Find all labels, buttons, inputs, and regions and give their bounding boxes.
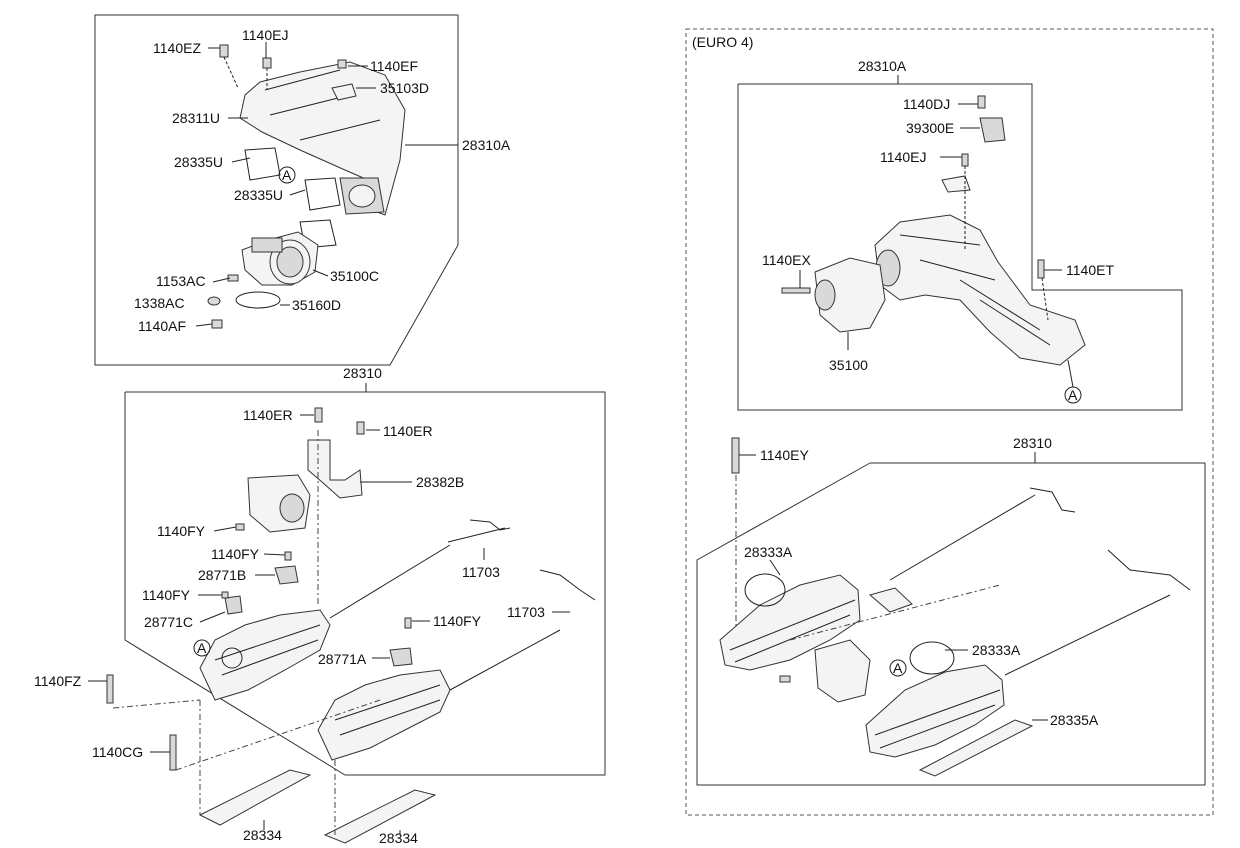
leaders-right-top	[799, 103, 1074, 388]
part-label: 28771C	[144, 614, 193, 630]
part-label: 1140AF	[138, 318, 186, 334]
leaders-left-bottom	[88, 414, 570, 835]
part-label: 11703	[507, 604, 545, 620]
group-frame-28310a-left	[94, 14, 459, 366]
dash-lines-euro4	[735, 475, 1001, 641]
part-label: 35103D	[380, 80, 429, 96]
part-label: 28335A	[1050, 712, 1099, 728]
part-label: 1140EZ	[153, 40, 201, 56]
part-label: 39300E	[906, 120, 954, 136]
part-label: 1140DJ	[903, 96, 950, 112]
part-label: 1140FY	[433, 613, 482, 629]
ref-circle-a	[278, 166, 296, 184]
ref-circle-a-lower	[193, 639, 211, 657]
group-frame-28310-left	[124, 391, 606, 776]
part-label: 1140FY	[211, 546, 260, 562]
throttle-body-35100	[814, 257, 886, 333]
part-label: 35160D	[292, 297, 341, 313]
part-label: 11703	[462, 564, 500, 580]
ref-circle-a-right-bottom	[889, 659, 907, 677]
part-label: 28311U	[172, 110, 220, 126]
part-label: 1153AC	[156, 273, 206, 289]
part-label: 28310	[343, 365, 382, 381]
part-label: 1140EY	[760, 447, 809, 463]
part-label: 1140ER	[383, 423, 433, 439]
part-label: 1140EF	[370, 58, 418, 74]
part-label: 28335U	[234, 187, 283, 203]
part-label: 1140EJ	[242, 27, 288, 43]
sensor-39300e	[781, 95, 1049, 321]
group-frame-28310a-right	[737, 83, 1183, 411]
bolts-lower-left	[106, 551, 412, 771]
group-frame-28310-right	[696, 462, 1206, 786]
o-ring-35160d	[235, 291, 281, 309]
gaskets-28334	[198, 769, 437, 844]
rods-euro4	[889, 487, 1191, 676]
part-label: 1140FZ	[34, 673, 82, 689]
small-fasteners-left-top	[207, 44, 357, 329]
part-label: 1140CG	[92, 744, 143, 760]
part-label: 28335U	[174, 154, 223, 170]
lower-manifolds-euro4	[719, 573, 1005, 758]
actuator-28382b	[307, 407, 365, 499]
part-label: 1140EX	[762, 252, 811, 268]
dash-lines-lower-left	[112, 430, 381, 835]
ref-label: A	[1068, 387, 1078, 403]
throttle-body-lower	[235, 474, 311, 533]
part-label: 28310	[1013, 435, 1052, 451]
part-label: 1140FY	[142, 587, 191, 603]
part-label: 35100C	[330, 268, 379, 284]
part-label: 35100	[829, 357, 868, 373]
ref-label: A	[893, 660, 903, 676]
brackets-28771	[224, 565, 413, 667]
part-label: 1140EJ	[880, 149, 926, 165]
part-label: 28310A	[462, 137, 511, 153]
part-label: 28333A	[972, 642, 1021, 658]
euro4-frame	[685, 28, 1214, 816]
part-label: 28334	[243, 827, 282, 843]
part-label: 28310A	[858, 58, 907, 74]
leaders-right-bottom	[739, 454, 1048, 721]
actuator-rods-11703	[329, 519, 596, 691]
ref-label: A	[282, 167, 292, 183]
part-label: 1140FY	[157, 523, 206, 539]
part-label: 1140ER	[243, 407, 293, 423]
gasket-28335a	[918, 719, 1034, 777]
part-label: 28382B	[416, 474, 464, 490]
throttle-body-35100c	[241, 231, 319, 286]
variant-label: (EURO 4)	[692, 34, 753, 50]
intake-manifold-lower-left	[199, 609, 451, 761]
part-label: 28333A	[744, 544, 793, 560]
part-label: 28771A	[318, 651, 367, 667]
part-label: 28771B	[198, 567, 246, 583]
leaders-left-top	[195, 42, 458, 327]
ref-label: A	[197, 640, 207, 656]
part-label: 1140ET	[1066, 262, 1114, 278]
part-label: 1338AC	[134, 295, 185, 311]
part-label: 28334	[379, 830, 418, 846]
